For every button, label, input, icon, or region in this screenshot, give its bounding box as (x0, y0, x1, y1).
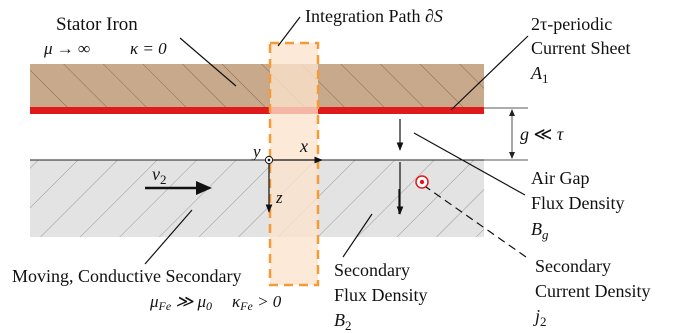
leader-secondary-flux (342, 213, 373, 258)
stator-kappa-label: κ = 0 (130, 39, 167, 58)
gap-label: g ≪ τ (520, 124, 564, 144)
leader-current-density (425, 186, 527, 258)
leader-secondary-body (144, 209, 193, 265)
stator-mu-label: μ → ∞ (43, 39, 90, 58)
secondary-flux-symbol: B2 (334, 310, 352, 333)
airgap-symbol: Bg (531, 219, 549, 242)
leader-path (277, 16, 301, 47)
secondary-flux-line2: Flux Density (334, 285, 428, 305)
sheet-label-line1: 2τ-periodic (531, 14, 612, 34)
secondary-kappa-label: κFe > 0 (232, 292, 282, 313)
gap-arrowhead-up (509, 109, 515, 116)
x-axis-label: x (299, 136, 308, 156)
current-density-symbol: j2 (533, 306, 547, 329)
stator-hatch (30, 64, 484, 108)
leader-sheet (450, 35, 529, 111)
origin-y-dot (267, 158, 271, 162)
leader-airgap-flux (413, 132, 526, 196)
integration-path-label: Integration Path ∂S (305, 6, 443, 26)
leader-stator (179, 37, 237, 87)
velocity-arrowhead (196, 181, 212, 195)
secondary-hatch (30, 160, 484, 237)
secondary-label: Moving, Conductive Secondary (12, 266, 241, 286)
secondary-mu-label: μFe ≫ μ0 (149, 292, 212, 313)
current-density-line1: Secondary (535, 256, 611, 276)
gap-arrowhead-down (509, 152, 515, 159)
secondary-flux-line1: Secondary (334, 260, 410, 280)
y-axis-label: y (251, 142, 261, 161)
airgap-label-line2: Flux Density (531, 193, 625, 213)
current-density-line2: Current Density (535, 281, 650, 301)
sheet-symbol: A1 (530, 63, 549, 86)
sheet-label-line2: Current Sheet (531, 38, 630, 58)
z-axis-label: z (275, 188, 283, 207)
integration-path (268, 41, 320, 287)
airgap-label-line1: Air Gap (531, 168, 589, 188)
current-sheet (30, 107, 484, 114)
current-out-dot (419, 179, 425, 185)
stator-label: Stator Iron (56, 14, 138, 35)
velocity-label: v2 (152, 164, 167, 187)
